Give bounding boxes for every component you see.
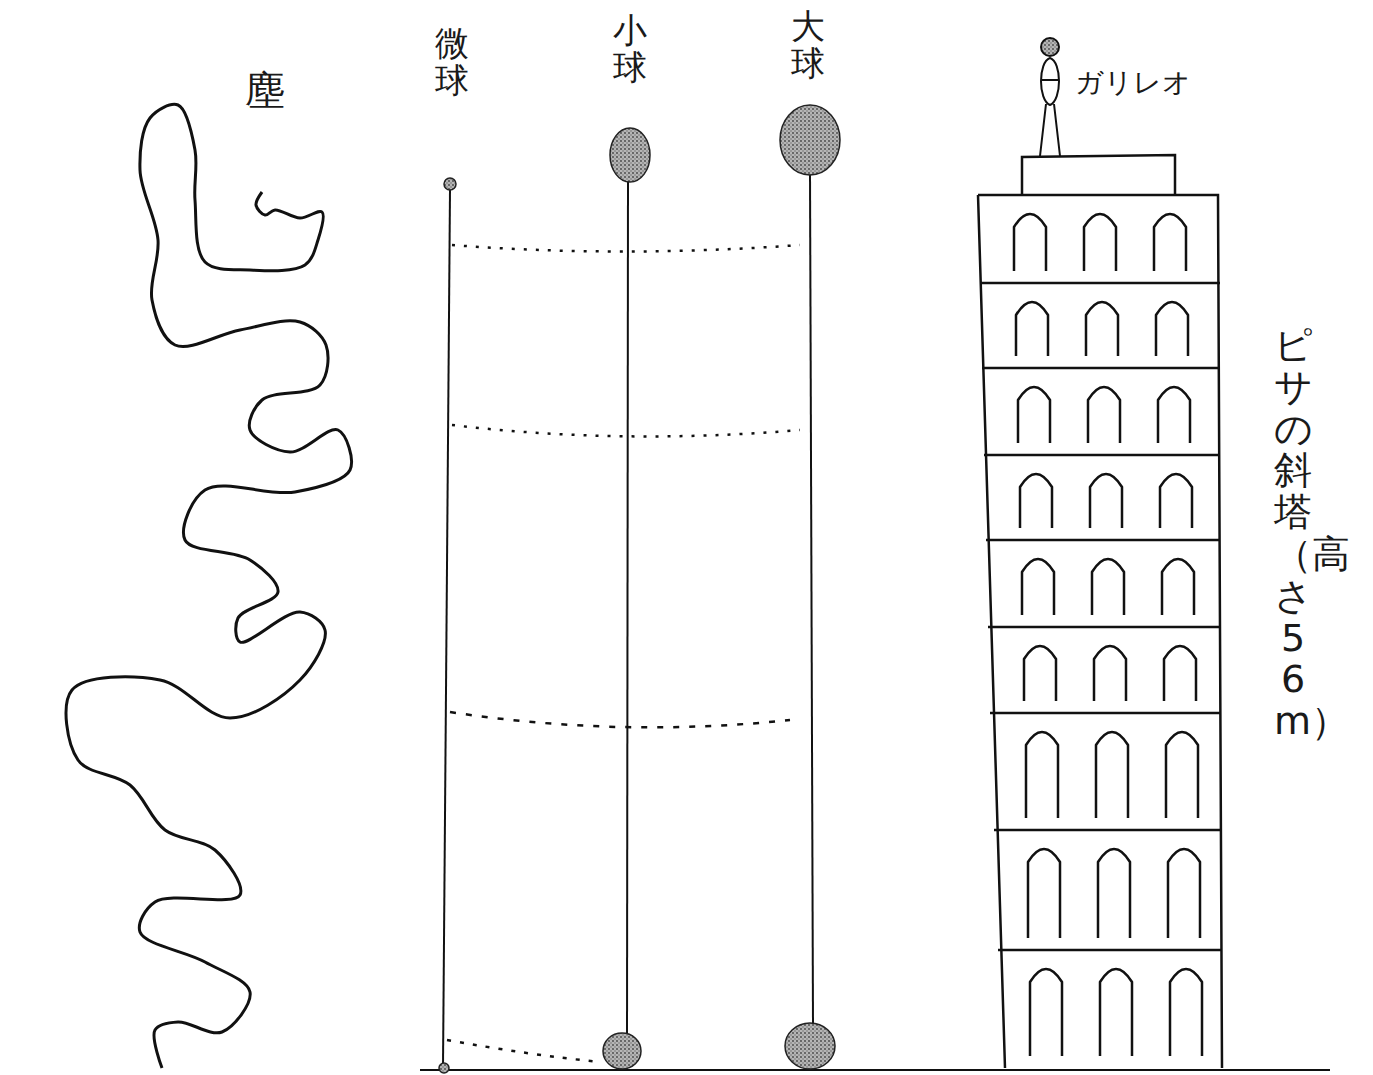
fall-line [627,180,628,1040]
arch [1156,302,1188,356]
arch [1098,849,1130,938]
arch [1164,646,1196,701]
arch [1158,387,1190,443]
fall-line [443,190,450,1066]
arch [1092,559,1124,615]
arch [1030,969,1062,1056]
time-line [452,425,800,436]
arch [1020,474,1052,528]
arch [1096,732,1128,818]
arch [1100,969,1132,1056]
tower-top [1022,155,1175,195]
arch [1170,969,1202,1056]
figure-body [1041,58,1059,105]
arch [1026,732,1058,818]
arch [1160,474,1192,528]
large-ball [780,105,840,175]
arch [1168,849,1200,938]
arch [1084,214,1116,271]
tiny-ball [439,1063,449,1073]
fall-line [810,172,813,1025]
arch [1016,302,1048,356]
galileo-figure [1040,38,1060,156]
arch [1028,849,1060,938]
large-ball [785,1023,835,1069]
ball-label: 微球 [435,25,469,100]
time-line [447,1040,600,1062]
tiny-ball [444,178,456,190]
figure-arm [1042,79,1058,81]
person-label: ガリレオ [1075,64,1191,102]
arch [1022,559,1054,615]
arch [1094,646,1126,701]
arch [1086,302,1118,356]
leaning-tower [978,155,1222,1068]
time-line [450,712,790,727]
small-ball [603,1033,641,1069]
small-ball [610,128,650,182]
ball-label: 大球 [791,8,825,83]
tower-floors [980,283,1222,950]
arch [1166,732,1198,818]
arch [1162,559,1194,615]
dust-label: 塵 [245,68,285,112]
time-line [452,245,800,252]
tower-outline [978,195,1222,1068]
dust-path [66,104,351,1068]
arch [1014,214,1046,271]
arch [1088,387,1120,443]
arch [1090,474,1122,528]
arch [1024,646,1056,701]
ball-label: 小球 [613,12,647,87]
arch [1154,214,1186,271]
tower-arches [1014,214,1202,1056]
tower-label: ピサの斜塔（高さ56m） [1274,325,1312,743]
ground-line [420,1069,1330,1071]
figure-head [1041,38,1059,56]
arch [1018,387,1050,443]
figure-legs [1040,104,1060,156]
